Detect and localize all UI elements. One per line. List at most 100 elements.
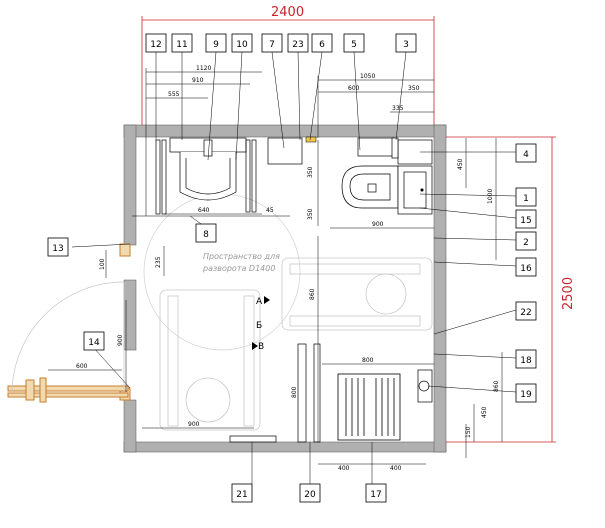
- overall-depth: 2500: [561, 277, 576, 310]
- callout-box-7: [261, 33, 283, 53]
- dim-600b: 600: [76, 363, 88, 370]
- dim-350v2: 350: [307, 208, 314, 220]
- callout-box-3: [395, 33, 417, 53]
- device-6: [305, 136, 317, 143]
- callout-box-5: [343, 33, 365, 53]
- dim-640: 640: [198, 207, 210, 214]
- dim-texts: 1120 910 555 1050 600 350 335 350 350 64…: [76, 65, 500, 472]
- dim-1000: 1000: [487, 189, 494, 204]
- shower-seat: [337, 373, 401, 441]
- dim-1050: 1050: [360, 73, 375, 80]
- callout-box-16: [515, 257, 537, 277]
- callout-box-22: [515, 301, 537, 321]
- callout-box-8: [195, 223, 217, 243]
- callout-box-10: [231, 33, 253, 53]
- dim-860b: 860: [493, 380, 500, 392]
- dim-910: 910: [192, 77, 204, 84]
- callout-box-11: [171, 33, 193, 53]
- toilet-grab-bar: [357, 137, 399, 159]
- callout-21: 21: [236, 490, 247, 500]
- dim-350v1: 350: [307, 166, 314, 178]
- grab-bar-left: [155, 139, 167, 215]
- dim-555: 555: [168, 91, 180, 98]
- callout-15: 15: [520, 216, 531, 226]
- callout-box-2: [515, 231, 537, 251]
- wheelchair-ghosts: [159, 257, 433, 431]
- dim-450b: 450: [481, 406, 488, 418]
- dim-400b: 400: [390, 465, 402, 472]
- callout-box-9: [205, 33, 227, 53]
- callout-box-14: [83, 331, 105, 351]
- callout-13: 13: [52, 244, 63, 254]
- dim-900v: 900: [117, 334, 124, 346]
- door: [7, 243, 131, 403]
- shower-rail: [297, 343, 433, 443]
- callout-box-20: [299, 483, 321, 503]
- callout-box-6: [311, 33, 333, 53]
- toilet: [341, 139, 433, 215]
- callout-box-13: [47, 237, 69, 257]
- dim-860a: 860: [309, 288, 316, 300]
- callout-5: 5: [351, 40, 357, 50]
- grab-bar-right: [245, 139, 257, 213]
- callout-3: 3: [403, 40, 409, 50]
- callout-box-18: [515, 349, 537, 369]
- section-v: В: [258, 342, 264, 352]
- callout-23: 23: [292, 40, 303, 50]
- dim-100: 100: [99, 258, 106, 270]
- leader-lines: [71, 51, 517, 484]
- dim-900b: 900: [188, 421, 200, 428]
- callout-20: 20: [304, 490, 316, 500]
- device-21: [229, 435, 277, 443]
- callout-14: 14: [88, 338, 100, 348]
- callout-labels: 12 11 9 10 7 23 6 5 3 4 1 15 2 16 22 18 …: [52, 40, 532, 500]
- dim-800h: 800: [362, 357, 374, 364]
- callout-12: 12: [150, 40, 161, 50]
- dim-335: 335: [392, 105, 404, 112]
- dim-600a: 600: [348, 85, 360, 92]
- callout-6: 6: [319, 40, 325, 50]
- washbasin: [169, 137, 247, 201]
- callout-18: 18: [520, 356, 532, 366]
- turning-space-label-2: разворота D1400: [202, 264, 275, 273]
- overall-dims: [141, 16, 556, 443]
- callout-17: 17: [370, 490, 381, 500]
- dim-450a: 450: [457, 158, 464, 170]
- dim-1120: 1120: [196, 65, 211, 72]
- callout-7: 7: [269, 40, 275, 50]
- callout-19: 19: [520, 390, 532, 400]
- callout-22: 22: [520, 308, 531, 318]
- callout-1: 1: [523, 194, 529, 204]
- callout-box-19: [515, 383, 537, 403]
- section-marks: А Б В: [252, 296, 270, 352]
- overall-width: 2400: [271, 5, 304, 20]
- callout-10: 10: [236, 40, 248, 50]
- dim-150: 150: [465, 426, 472, 438]
- dim-235: 235: [155, 256, 162, 268]
- turning-space-label-1: Пространство для: [203, 252, 280, 261]
- dim-900a: 900: [372, 221, 384, 228]
- callout-box-4: [515, 143, 537, 163]
- callout-8: 8: [203, 230, 209, 240]
- callout-box-21: [231, 483, 253, 503]
- callout-box-15: [515, 209, 537, 229]
- callout-16: 16: [520, 264, 532, 274]
- callout-box-23: [287, 33, 309, 53]
- callout-2: 2: [523, 238, 529, 248]
- dim-45: 45: [266, 207, 274, 214]
- dim-400a: 400: [338, 465, 350, 472]
- section-b: Б: [256, 321, 262, 331]
- callout-11: 11: [176, 40, 187, 50]
- dim-350a: 350: [408, 85, 420, 92]
- device-7: [267, 137, 303, 165]
- callout-9: 9: [213, 40, 219, 50]
- callout-box-12: [145, 33, 167, 53]
- callout-4: 4: [523, 150, 529, 160]
- callout-box-17: [365, 483, 387, 503]
- section-a: А: [256, 297, 263, 307]
- door-swing: [11, 281, 125, 393]
- dim-800v: 800: [291, 386, 298, 398]
- callout-box-1: [515, 187, 537, 207]
- callouts: [47, 33, 537, 503]
